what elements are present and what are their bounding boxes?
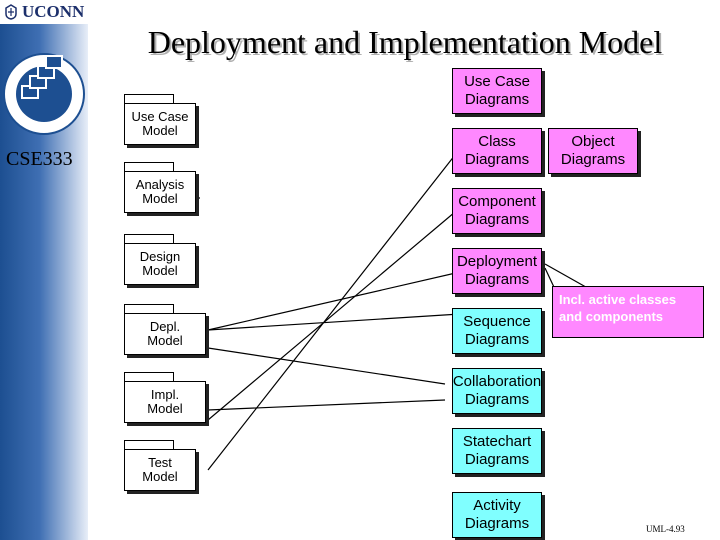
brand-name: UCONN xyxy=(22,2,85,21)
statechart-diagrams-box: Statechart Diagrams xyxy=(452,428,542,474)
package-tab xyxy=(124,94,174,104)
deployment-diagrams-box: Deployment Diagrams xyxy=(452,248,542,294)
cse-logo-icon xyxy=(3,53,85,135)
package-tab xyxy=(124,440,174,450)
slide-footer: UML-4.93 xyxy=(646,524,685,534)
package-label: Design Model xyxy=(124,243,196,285)
class-diagrams-box: Class Diagrams xyxy=(452,128,542,174)
package-label: Analysis Model xyxy=(124,171,196,213)
component-diagrams-box: Component Diagrams xyxy=(452,188,542,234)
package-tab xyxy=(124,372,174,382)
package-label: Test Model xyxy=(124,449,196,491)
slide-title: Deployment and Implementation Model xyxy=(147,24,663,60)
connector-line xyxy=(207,347,446,385)
connector-line xyxy=(207,211,456,421)
package-label: Use Case Model xyxy=(124,103,196,145)
collaboration-diagrams-box: Collaboration Diagrams xyxy=(452,368,542,414)
connector-line xyxy=(207,399,446,411)
connector-line xyxy=(207,154,456,471)
connector-line xyxy=(207,313,461,331)
connector-line xyxy=(207,271,461,331)
sequence-diagrams-box: Sequence Diagrams xyxy=(452,308,542,354)
object-diagrams-box: Object Diagrams xyxy=(548,128,638,174)
package-tab xyxy=(124,234,174,244)
package-label: Impl. Model xyxy=(124,381,206,423)
package-tab xyxy=(124,162,174,172)
course-code: CSE333 xyxy=(6,148,73,170)
callout-note: Incl. active classes and components xyxy=(552,286,704,338)
use-case-diagrams-box: Use Case Diagrams xyxy=(452,68,542,114)
activity-diagrams-box: Activity Diagrams xyxy=(452,492,542,538)
package-tab xyxy=(124,304,174,314)
uconn-seal-icon xyxy=(5,4,17,20)
sidebar: UCONN CSE333 xyxy=(0,0,88,540)
package-label: Depl. Model xyxy=(124,313,206,355)
